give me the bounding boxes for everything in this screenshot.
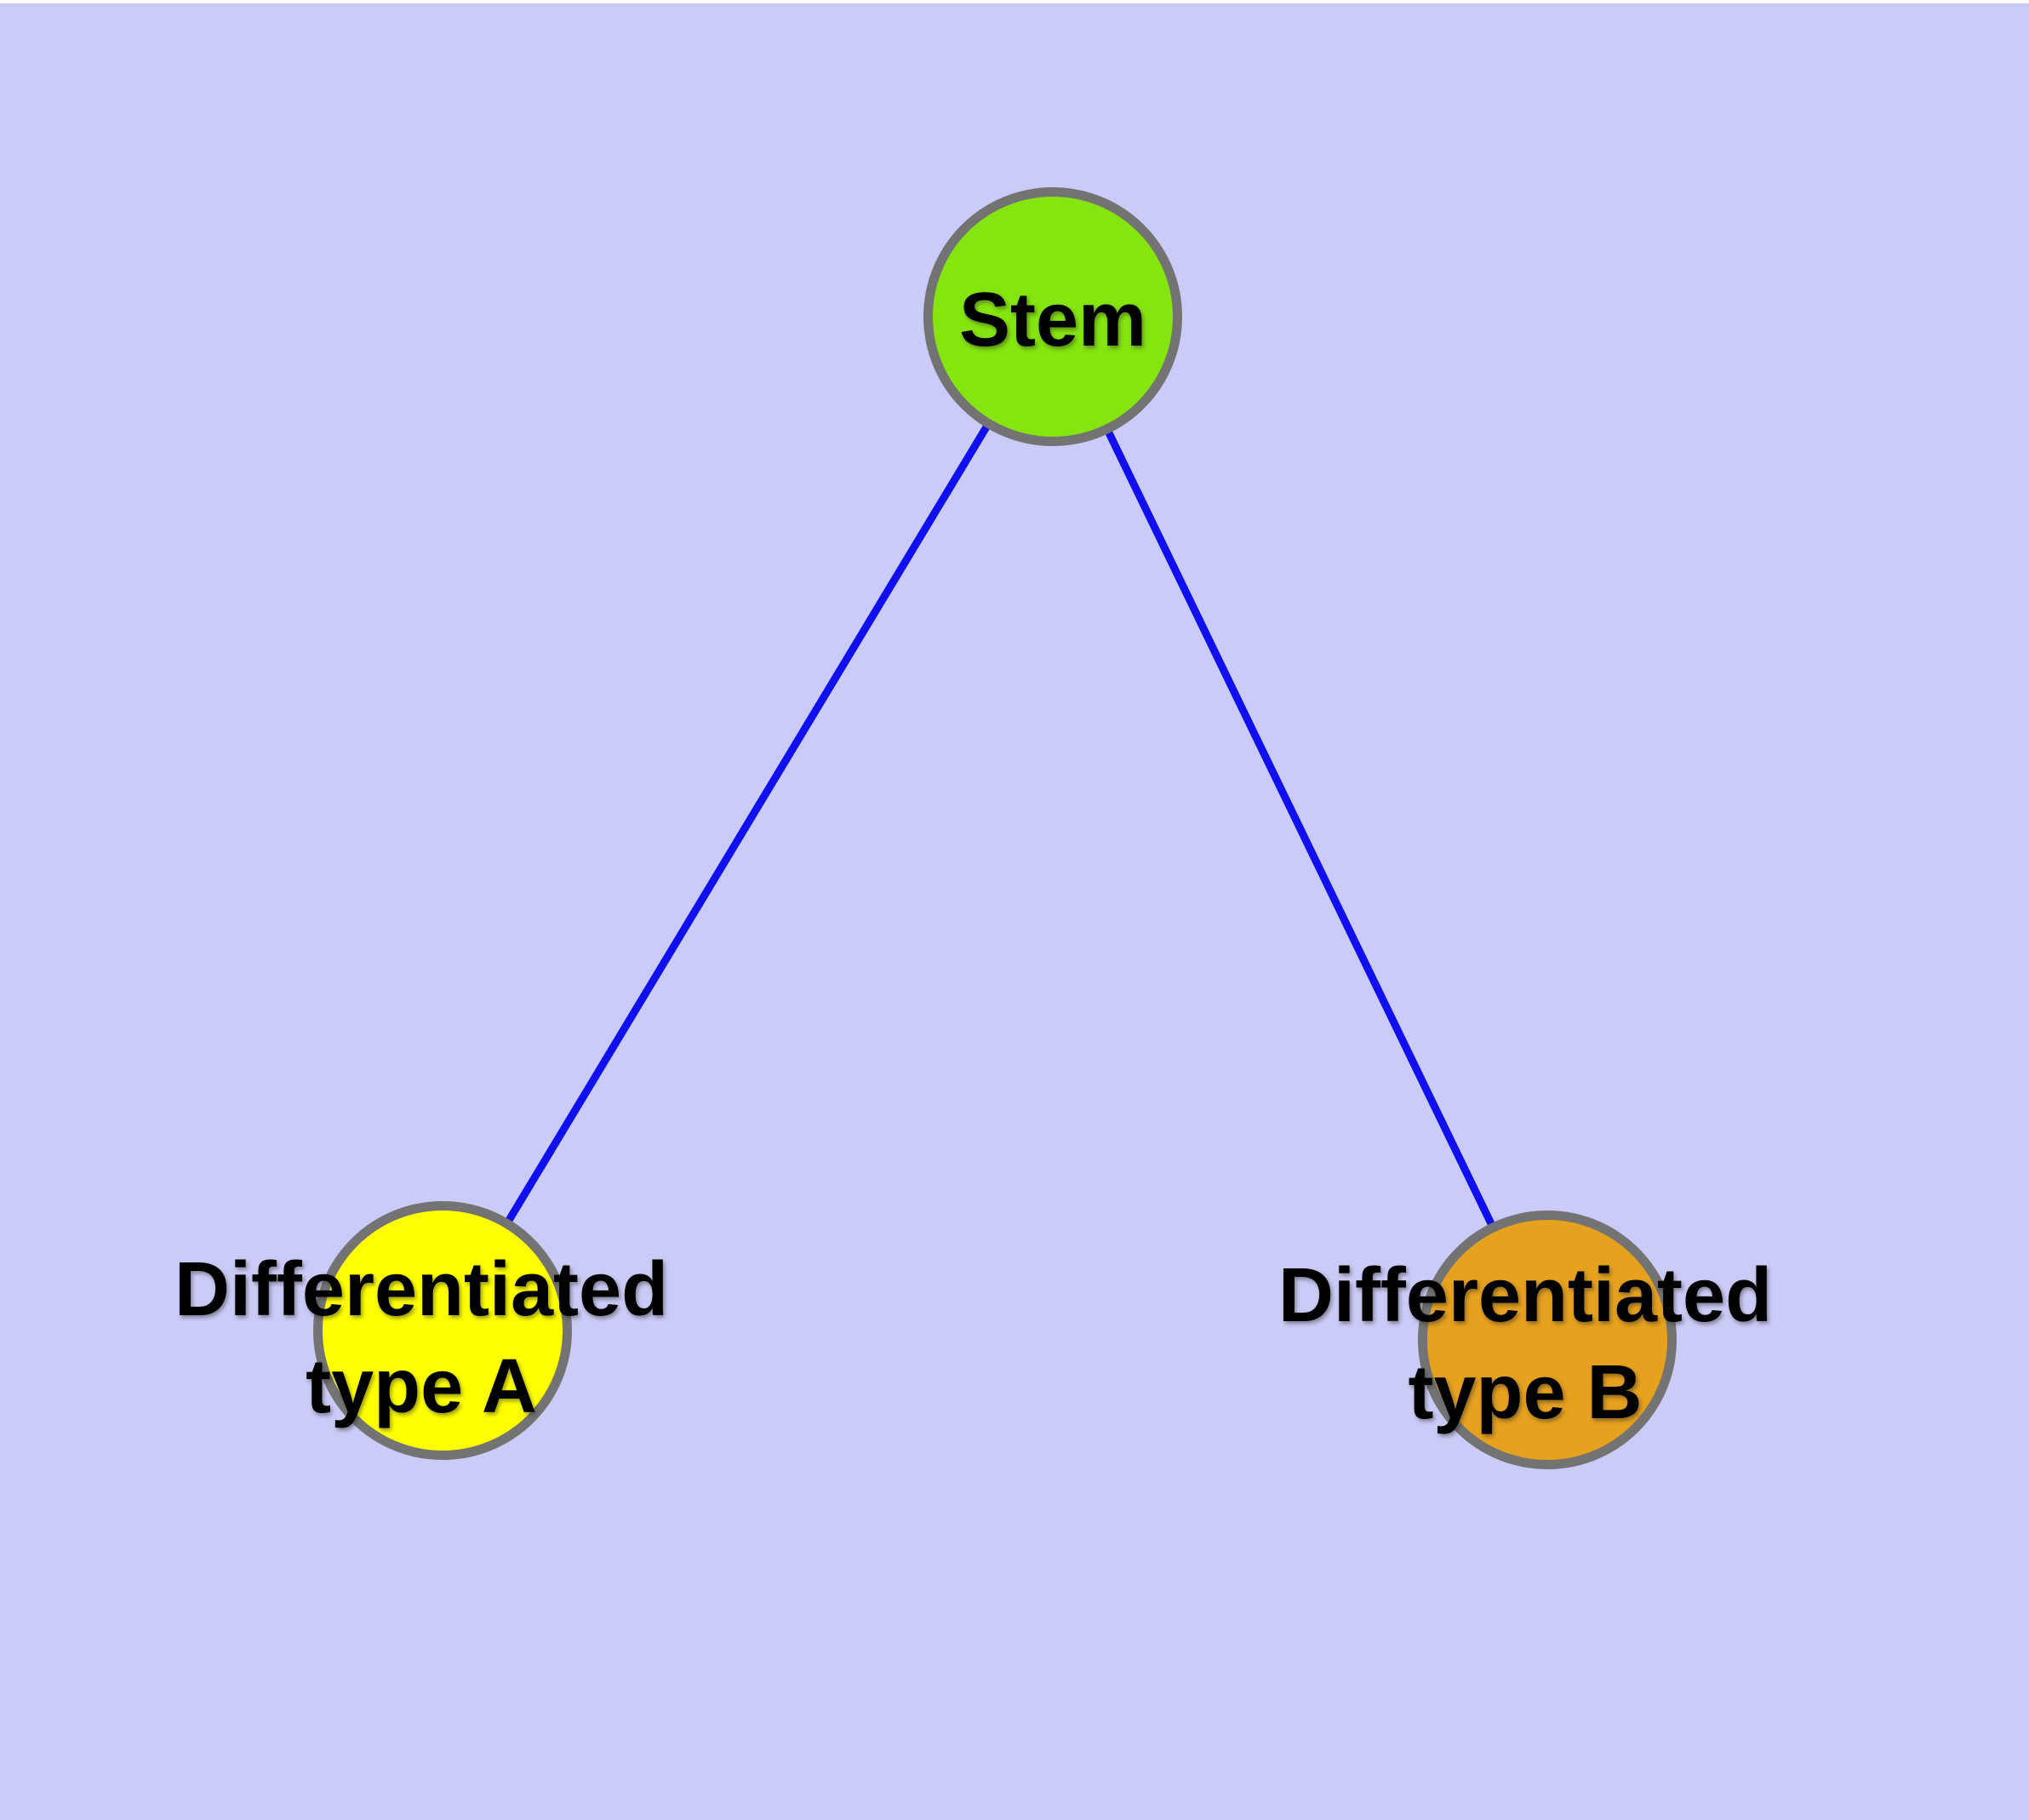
node-stem-label: Stem: [959, 272, 1146, 369]
edges-layer: [439, 314, 1552, 1342]
edge-stem-to-type-a: [439, 314, 1056, 1333]
node-differentiated-type-a[interactable]: [313, 1201, 572, 1460]
edge-stem-to-type-b: [1049, 315, 1552, 1342]
node-type-a-label-line2: type A: [306, 1344, 537, 1429]
node-type-a-label: Differentiated type A: [174, 1241, 668, 1435]
node-type-a-label-line1: Differentiated: [174, 1247, 669, 1332]
node-stem-label-text: Stem: [958, 278, 1147, 363]
node-type-b-label-line1: Differentiated: [1277, 1253, 1773, 1338]
node-type-b-label: Differentiated type B: [1278, 1247, 1772, 1441]
node-type-b-label-line2: type B: [1408, 1350, 1643, 1435]
node-stem[interactable]: [923, 187, 1182, 446]
node-differentiated-type-b[interactable]: [1418, 1210, 1677, 1469]
diagram-canvas: Stem Differentiated type A Differentiate…: [0, 3, 2029, 1820]
